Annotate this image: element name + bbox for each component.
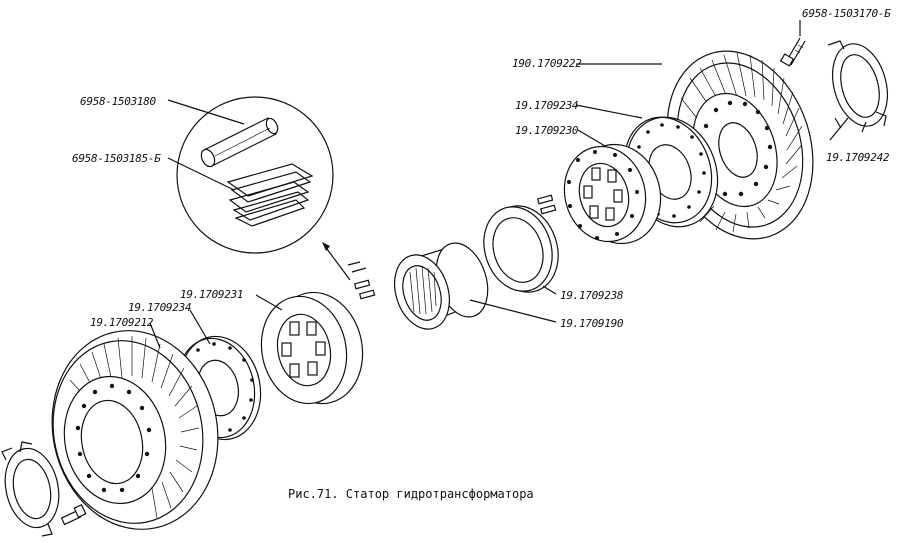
pins-middle	[347, 261, 376, 300]
label-disc-19-1709234-upper: 19.1709234	[515, 99, 579, 112]
lock-plate-upper	[827, 40, 888, 133]
callout-arrow	[322, 242, 351, 281]
label-spring-6958-1503185-b: 6958-1503185-Б	[72, 152, 161, 165]
lock-plate-lower	[1, 441, 87, 537]
label-disc-19-1709234-lower: 19.1709234	[128, 301, 192, 314]
race-ring	[483, 205, 559, 293]
label-stator-19-1709230: 19.1709230	[515, 124, 579, 137]
leader-lines	[149, 20, 849, 349]
label-turbine-19-1709212: 19.1709212	[90, 316, 154, 329]
detail-inset	[176, 96, 334, 254]
label-bolt-6958-1503170-b: 6958-1503170-Б	[802, 7, 891, 20]
label-pin-6958-1503180: 6958-1503180	[80, 95, 156, 108]
stator-ring-upper	[563, 143, 662, 245]
label-lockplate-19-1709242: 19.1709242	[826, 151, 890, 164]
label-clutch-19-1709190: 19.1709190	[560, 317, 624, 330]
pins-upper	[536, 194, 557, 215]
label-ring-19-1709238: 19.1709238	[560, 289, 624, 302]
figure-caption: Рис.71. Статор гидротрансформатора	[288, 487, 534, 501]
freewheel-clutch	[394, 242, 489, 330]
label-turbine-190-1709222: 190.1709222	[512, 57, 582, 70]
stator-ring-lower	[260, 291, 364, 405]
label-stator-19-1709231: 19.1709231	[180, 288, 244, 301]
turbine-wheel-lower	[51, 330, 219, 530]
bolt-upper	[779, 37, 806, 67]
